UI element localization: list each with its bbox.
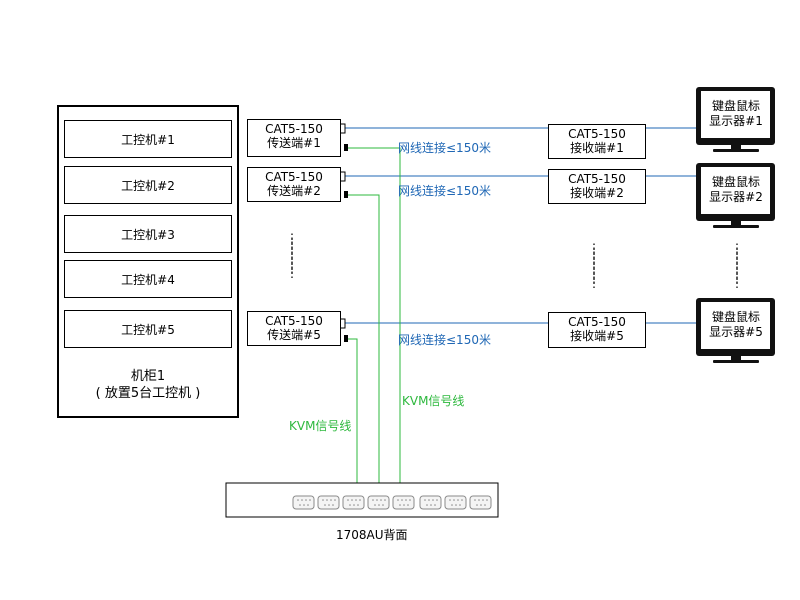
slot-label: 工控机#4 bbox=[121, 272, 175, 287]
sender-1: CAT5-150 传送端#1 bbox=[247, 119, 341, 157]
cabinet-slot-1: 工控机#1 bbox=[64, 120, 232, 158]
receiver-name: 接收端#1 bbox=[570, 141, 624, 155]
cabinet-label: 机柜1 ( 放置5台工控机 ) bbox=[60, 368, 236, 402]
ellipsis-mark: ⋮ bbox=[286, 266, 298, 280]
cabinet-slot-2: 工控机#2 bbox=[64, 166, 232, 204]
receiver-model: CAT5-150 bbox=[568, 127, 626, 141]
ellipsis-mark: ⋮ bbox=[588, 276, 600, 290]
monitor-icon-1 bbox=[696, 87, 775, 152]
slot-label: 工控机#2 bbox=[121, 178, 175, 193]
monitor-line2: 显示器#5 bbox=[709, 325, 763, 339]
cabinet-slot-3: 工控机#3 bbox=[64, 215, 232, 253]
kvm-line-2 bbox=[347, 194, 380, 495]
sender-port-bottom-5 bbox=[344, 335, 348, 342]
monitor-line2: 显示器#2 bbox=[709, 190, 763, 204]
network-label-5: 网线连接≤150米 bbox=[398, 333, 491, 347]
cabinet-slot-4: 工控机#4 bbox=[64, 260, 232, 298]
monitor-line2: 显示器#1 bbox=[709, 114, 763, 128]
sender-port-bottom-1 bbox=[344, 144, 348, 151]
receiver-2: CAT5-150 接收端#2 bbox=[548, 169, 646, 204]
sender-name: 传送端#2 bbox=[267, 184, 321, 198]
cabinet-slot-5: 工控机#5 bbox=[64, 310, 232, 348]
ellipsis-mark: ⋮ bbox=[731, 276, 743, 290]
monitor-icon-2 bbox=[696, 163, 775, 228]
monitor-label-1: 键盘鼠标 显示器#1 bbox=[696, 99, 776, 129]
monitor-line1: 键盘鼠标 bbox=[711, 175, 760, 189]
receiver-model: CAT5-150 bbox=[568, 315, 626, 329]
sender-model: CAT5-150 bbox=[265, 314, 323, 328]
kvm-switch-label: 1708AU背面 bbox=[336, 528, 408, 542]
receiver-model: CAT5-150 bbox=[568, 172, 626, 186]
sender-name: 传送端#1 bbox=[267, 136, 321, 150]
sender-2: CAT5-150 传送端#2 bbox=[247, 167, 341, 202]
kvm-line-1 bbox=[347, 147, 401, 495]
receiver-1: CAT5-150 接收端#1 bbox=[548, 124, 646, 159]
monitor-label-5: 键盘鼠标 显示器#5 bbox=[696, 310, 776, 340]
kvm-label-right: KVM信号线 bbox=[402, 394, 465, 408]
monitor-icon-5 bbox=[696, 298, 775, 363]
slot-label: 工控机#5 bbox=[121, 322, 175, 337]
monitor-label-2: 键盘鼠标 显示器#2 bbox=[696, 175, 776, 205]
ellipsis-monitors: ⋮⋮⋮⋮⋮⋮⋮⋮ bbox=[731, 242, 743, 290]
slot-label: 工控机#3 bbox=[121, 227, 175, 242]
sender-5: CAT5-150 传送端#5 bbox=[247, 311, 341, 346]
slot-label: 工控机#1 bbox=[121, 132, 175, 147]
sender-model: CAT5-150 bbox=[265, 170, 323, 184]
monitor-line1: 键盘鼠标 bbox=[711, 99, 760, 113]
cabinet-label-line1: 机柜1 bbox=[130, 369, 166, 384]
cabinet-label-line2: ( 放置5台工控机 ) bbox=[95, 386, 201, 401]
sender-port-bottom-2 bbox=[344, 191, 348, 198]
receiver-name: 接收端#5 bbox=[570, 329, 624, 343]
sender-name: 传送端#5 bbox=[267, 328, 321, 342]
sender-model: CAT5-150 bbox=[265, 122, 323, 136]
ellipsis-receivers: ⋮⋮⋮⋮⋮⋮⋮⋮ bbox=[588, 242, 600, 290]
network-label-1: 网线连接≤150米 bbox=[398, 141, 491, 155]
receiver-name: 接收端#2 bbox=[570, 186, 624, 200]
ellipsis-senders: ⋮⋮⋮⋮⋮⋮⋮⋮ bbox=[286, 232, 298, 280]
network-label-2: 网线连接≤150米 bbox=[398, 184, 491, 198]
monitor-line1: 键盘鼠标 bbox=[711, 310, 760, 324]
kvm-label-left: KVM信号线 bbox=[289, 419, 352, 433]
kvm-line-5 bbox=[347, 338, 358, 495]
receiver-5: CAT5-150 接收端#5 bbox=[548, 312, 646, 348]
